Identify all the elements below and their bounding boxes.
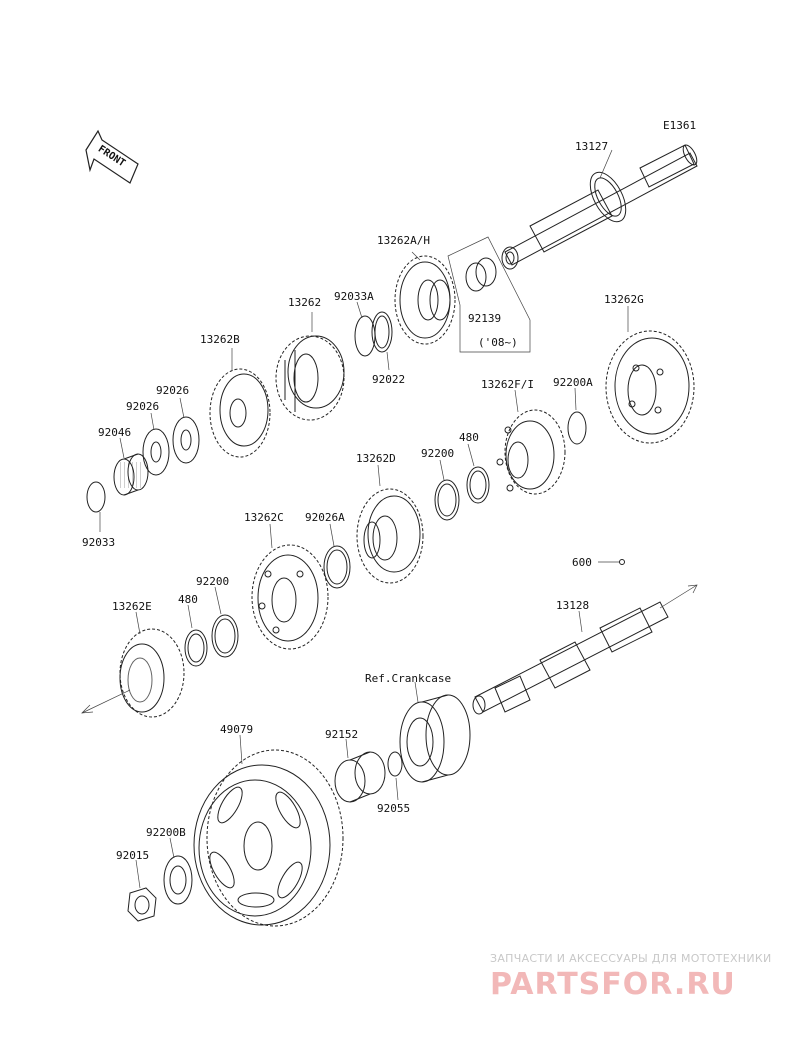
washer-92026-a (172, 416, 200, 464)
gear-13262 (275, 335, 345, 421)
label-ref-crankcase: Ref.Crankcase (365, 672, 451, 685)
ball-bearing (399, 694, 471, 783)
collar-92152 (334, 751, 386, 803)
label-92200-a: 92200 (421, 447, 454, 460)
gear-13262E (81, 628, 185, 718)
label-92152: 92152 (325, 728, 358, 741)
label-13262D: 13262D (356, 452, 396, 465)
label-480-a: 480 (459, 431, 479, 444)
gear-13262D (356, 488, 424, 584)
label-13128: 13128 (556, 599, 589, 612)
label-92015: 92015 (116, 849, 149, 862)
shaft-13128 (472, 584, 698, 715)
ring-92200A (567, 411, 587, 445)
watermark-tagline: ЗАПЧАСТИ И АКСЕССУАРЫ ДЛЯ МОТОТЕХНИКИ (490, 952, 772, 965)
ring-480-a (466, 466, 490, 504)
shaft-13127 (501, 144, 698, 270)
label-13262E: 13262E (112, 600, 152, 613)
bearing-92046 (113, 453, 149, 496)
gear-13262C (251, 544, 329, 650)
washer-92200B (163, 855, 193, 905)
gear-49079 (193, 749, 344, 927)
label-92033A: 92033A (334, 290, 374, 303)
gear-13262B (209, 368, 271, 458)
label-13262AH: 13262A/H (377, 234, 430, 247)
label-92055: 92055 (377, 802, 410, 815)
washer-92026A (323, 545, 351, 589)
label-49079: 49079 (220, 723, 253, 736)
label-13262B: 13262B (200, 333, 240, 346)
oring-92055 (387, 751, 403, 777)
label-13262FI: 13262F/I (481, 378, 534, 391)
label-13262: 13262 (288, 296, 321, 309)
ring-92033 (86, 481, 106, 513)
label-92200B: 92200B (146, 826, 186, 839)
label-92022: 92022 (372, 373, 405, 386)
label-92200-b: 92200 (196, 575, 229, 588)
ring-92022 (371, 311, 393, 353)
gear-13262G (605, 330, 695, 444)
bushing-92139 (447, 236, 531, 353)
label-92139-note: ('08~) (478, 336, 518, 349)
front-arrow-icon: FRONT (85, 129, 139, 184)
diagram-id: E1361 (663, 119, 696, 132)
label-13127: 13127 (575, 140, 608, 153)
label-92026-b: 92026 (126, 400, 159, 413)
label-92026-a: 92026 (156, 384, 189, 397)
ring-480-b (184, 629, 208, 667)
label-92139: 92139 (468, 312, 501, 325)
washer-92026-b (142, 428, 170, 476)
label-13262G: 13262G (604, 293, 644, 306)
label-600: 600 (572, 556, 592, 569)
gear-13262FI (496, 409, 566, 495)
ring-92200-a (434, 479, 460, 521)
label-92033: 92033 (82, 536, 115, 549)
label-92200A: 92200A (553, 376, 593, 389)
label-13262C: 13262C (244, 511, 284, 524)
ring-92200-b (211, 614, 239, 658)
label-92046: 92046 (98, 426, 131, 439)
label-480-b: 480 (178, 593, 198, 606)
gear-13262AH (394, 255, 456, 345)
nut-92015 (127, 887, 157, 922)
label-92026A: 92026A (305, 511, 345, 524)
watermark-brand: PARTSFOR.RU (490, 967, 736, 1002)
